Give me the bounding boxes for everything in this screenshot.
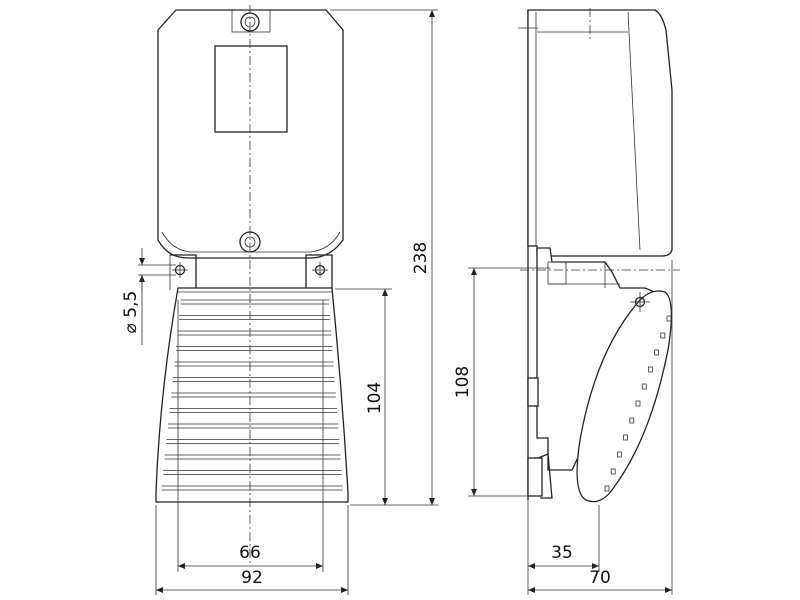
side-housing	[527, 9, 673, 257]
pedal-pivot-icon	[630, 292, 650, 312]
side-view	[518, 8, 680, 503]
side-pedal-rib	[610, 468, 616, 475]
label-window	[214, 45, 288, 133]
dim-35-label: 35	[551, 543, 573, 563]
side-pedal-ribs	[604, 315, 672, 492]
dim-66-label: 66	[239, 543, 261, 563]
side-pedal-rib	[648, 366, 653, 373]
side-pedal-rib	[654, 349, 659, 356]
side-pedal-rib	[635, 400, 641, 407]
mounting-bracket	[170, 254, 333, 291]
side-pedal-rib	[604, 485, 610, 492]
side-pedal-rib	[629, 417, 635, 424]
dim-hole-label: ⌀ 5,5	[121, 291, 141, 334]
mounting-hole-left-icon	[172, 262, 188, 278]
pedal-ribs	[161, 299, 343, 491]
side-pedal-rib	[660, 332, 666, 339]
side-pedal-rib	[666, 315, 672, 322]
side-pedal-rib	[623, 434, 628, 441]
dim-108-label: 108	[453, 366, 473, 398]
dim-92-label: 92	[241, 568, 263, 588]
front-housing	[157, 9, 344, 259]
pedal-cover	[155, 287, 349, 503]
front-dimensions: 66 92 104 238 ⌀ 5,5	[121, 9, 438, 595]
side-screw-icon	[518, 18, 538, 40]
mounting-hole-right-icon	[312, 262, 328, 278]
dim-238-label: 238	[411, 242, 431, 274]
dim-70-label: 70	[589, 568, 611, 588]
side-pedal-rib	[617, 451, 622, 458]
dim-104-label: 104	[365, 382, 385, 414]
side-dimensions: 108 35 70	[453, 260, 673, 595]
front-view	[155, 5, 349, 565]
side-pedal-rib	[641, 383, 647, 390]
side-pedal	[576, 290, 672, 503]
